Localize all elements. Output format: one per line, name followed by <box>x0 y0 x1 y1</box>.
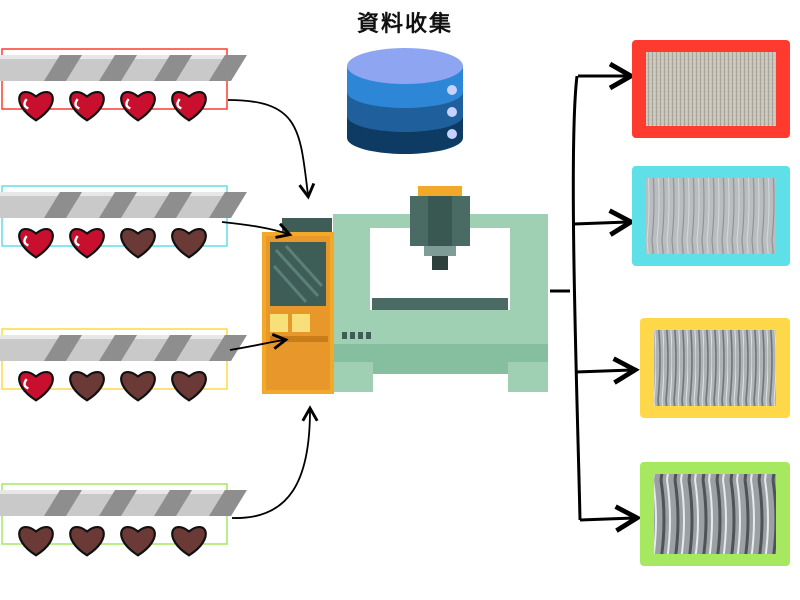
heart-icon <box>120 370 156 402</box>
heart-icon <box>18 227 54 259</box>
tool-item <box>0 185 247 259</box>
tool-bar-icon <box>0 490 247 516</box>
heart-shine <box>74 98 80 110</box>
tool-bar-icon <box>0 335 247 361</box>
heart-icon <box>69 90 105 122</box>
input-arrows <box>221 99 319 519</box>
tool-wear-list <box>0 48 247 557</box>
tool-item <box>0 483 247 557</box>
heart-icon <box>18 525 54 557</box>
output-arrows <box>550 61 642 533</box>
database-icon <box>347 48 463 154</box>
heart-shine <box>23 235 29 247</box>
surface-texture-image <box>646 178 776 254</box>
surface-result <box>632 40 790 138</box>
heart-icon <box>171 227 207 259</box>
surface-texture-image <box>654 474 776 554</box>
tool-item <box>0 328 247 402</box>
surface-texture-image <box>646 52 776 126</box>
heart-shine <box>23 98 29 110</box>
heart-icon <box>69 525 105 557</box>
heart-icon <box>120 227 156 259</box>
surface-result <box>640 462 790 566</box>
tool-bar-icon <box>0 192 247 218</box>
surface-result <box>632 166 790 266</box>
cnc-machine-icon <box>262 186 548 394</box>
heart-icon <box>69 370 105 402</box>
heart-shine <box>176 98 182 110</box>
diagram-title: 資料收集 <box>356 12 453 37</box>
heart-icon <box>171 525 207 557</box>
surface-result-list <box>632 40 790 566</box>
heart-icon <box>171 370 207 402</box>
heart-icon <box>171 90 207 122</box>
surface-result <box>640 318 790 418</box>
heart-icon <box>120 525 156 557</box>
heart-icon <box>69 227 105 259</box>
heart-shine <box>74 235 80 247</box>
heart-shine <box>23 378 29 390</box>
tool-bar-icon <box>0 55 247 81</box>
heart-icon <box>120 90 156 122</box>
tool-item <box>0 48 247 122</box>
heart-shine <box>125 98 131 110</box>
surface-texture-image <box>654 330 776 406</box>
heart-icon <box>18 370 54 402</box>
heart-icon <box>18 90 54 122</box>
